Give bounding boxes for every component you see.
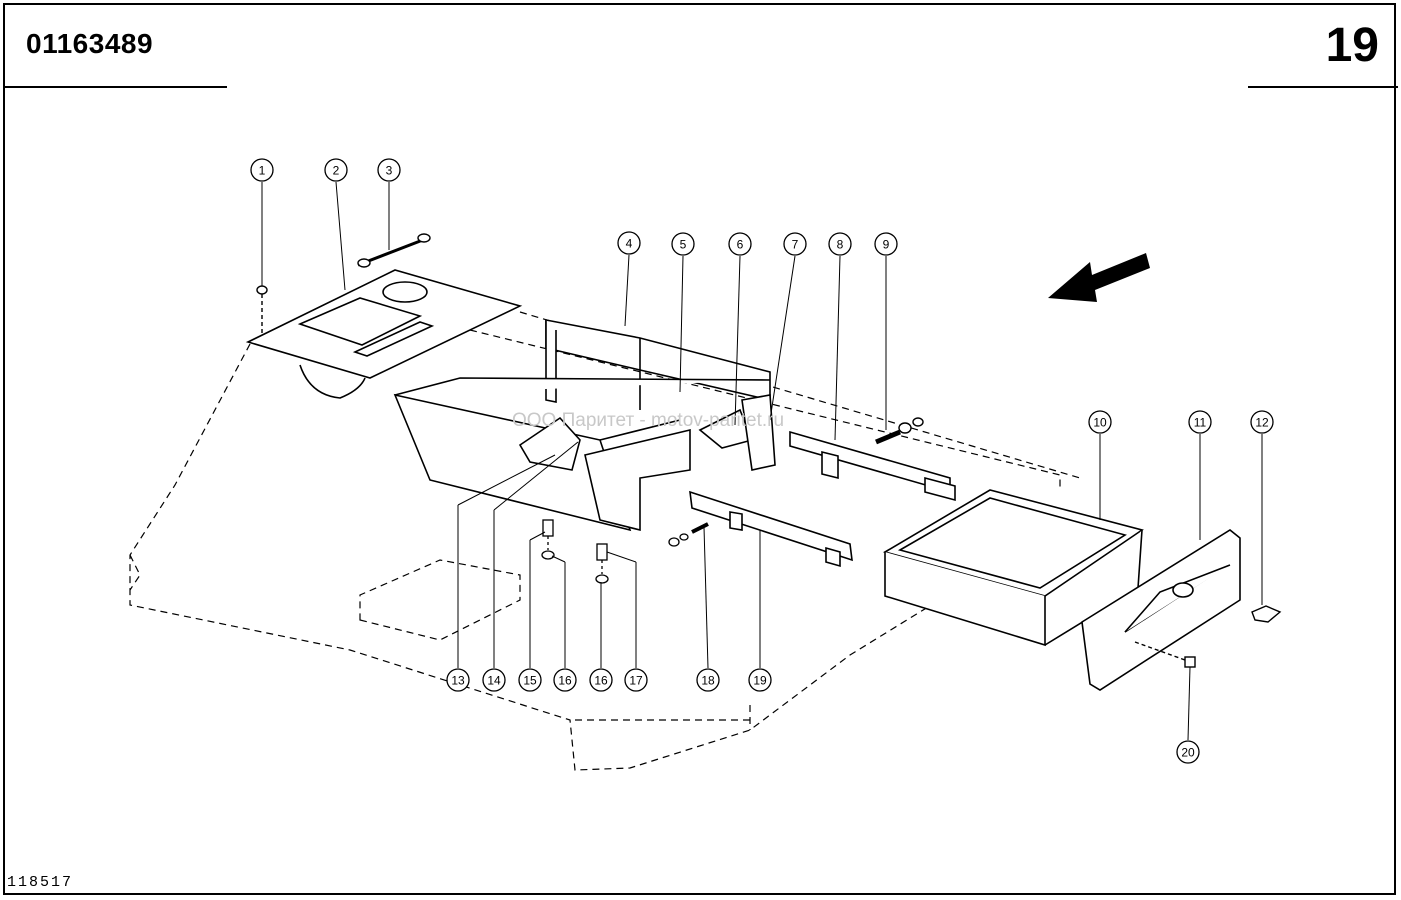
callout-14: 14	[482, 668, 506, 692]
callout-15: 15	[518, 668, 542, 692]
callout-6: 6	[728, 232, 752, 256]
callout-circle	[1088, 410, 1112, 434]
callout-label: 19	[753, 674, 767, 688]
callout-11: 11	[1188, 410, 1212, 434]
direction-arrow-icon	[1048, 253, 1150, 302]
frame-bracket-assembly	[393, 319, 776, 532]
callout-circle	[1188, 410, 1212, 434]
callout-circle	[324, 158, 348, 182]
latch-and-screw	[1134, 605, 1282, 668]
drawing-frame	[3, 3, 1396, 895]
callout-label: 2	[333, 164, 340, 178]
rail-upper	[789, 430, 956, 502]
callout-circle	[874, 232, 898, 256]
callout-circle	[377, 158, 401, 182]
callout-circle	[518, 668, 542, 692]
document-number: 01163489	[26, 28, 154, 59]
storage-tray	[882, 489, 1144, 647]
bolt-nut-washer-upper	[875, 417, 924, 445]
callout-label: 18	[701, 674, 715, 688]
callout-label: 8	[837, 238, 844, 252]
callout-circle	[671, 232, 695, 256]
callout-13: 13	[446, 668, 470, 692]
callout-5: 5	[671, 232, 695, 256]
reference-number: 118517	[7, 874, 74, 891]
callout-label: 15	[523, 674, 537, 688]
header-rule-left	[3, 86, 227, 88]
callout-circle	[728, 232, 752, 256]
callout-circle	[482, 668, 506, 692]
callout-circle	[1176, 740, 1200, 764]
callout-label: 10	[1093, 416, 1107, 430]
callout-circle	[250, 158, 274, 182]
rail-lower	[689, 490, 853, 568]
callout-circle	[748, 668, 772, 692]
callout-9: 9	[874, 232, 898, 256]
callout-label: 6	[737, 238, 744, 252]
callout-19: 19	[748, 668, 772, 692]
callout-16: 16	[589, 668, 613, 692]
callout-label: 1	[259, 164, 266, 178]
callout-label: 14	[487, 674, 501, 688]
fasteners-top	[256, 233, 431, 335]
callout-circle	[624, 668, 648, 692]
callout-label: 11	[1194, 416, 1207, 430]
callout-label: 3	[386, 164, 393, 178]
callout-10: 10	[1088, 410, 1112, 434]
callout-12: 12	[1250, 410, 1274, 434]
callout-label: 20	[1181, 746, 1195, 760]
callout-2: 2	[324, 158, 348, 182]
callout-7: 7	[783, 232, 807, 256]
callout-label: 4	[626, 237, 633, 251]
callout-label: 9	[883, 238, 890, 252]
header-rule-right	[1248, 86, 1398, 88]
callout-1: 1	[250, 158, 274, 182]
callout-circle	[446, 668, 470, 692]
callout-label: 5	[680, 238, 687, 252]
callout-20: 20	[1176, 740, 1200, 764]
callout-17: 17	[624, 668, 648, 692]
callout-8: 8	[828, 232, 852, 256]
callout-label: 7	[792, 238, 799, 252]
callout-circle	[589, 668, 613, 692]
callout-label: 16	[594, 674, 608, 688]
callout-label: 13	[451, 674, 465, 688]
fasteners-lower	[541, 519, 709, 584]
callout-3: 3	[377, 158, 401, 182]
callout-circle	[696, 668, 720, 692]
watermark: ООО Паритет - motov-paritet.ru	[512, 410, 785, 431]
sheet-number: 19	[1325, 19, 1379, 72]
callout-circle	[783, 232, 807, 256]
callout-circle	[553, 668, 577, 692]
callout-circle	[828, 232, 852, 256]
callout-label: 17	[629, 674, 643, 688]
callout-label: 12	[1255, 416, 1269, 430]
callout-4: 4	[617, 231, 641, 255]
leader-lines	[261, 181, 1263, 741]
tray-door	[1081, 529, 1241, 691]
callout-16: 16	[553, 668, 577, 692]
access-cover	[245, 269, 523, 399]
callout-label: 16	[558, 674, 572, 688]
callout-circle	[1250, 410, 1274, 434]
callout-18: 18	[696, 668, 720, 692]
callout-circle	[617, 231, 641, 255]
